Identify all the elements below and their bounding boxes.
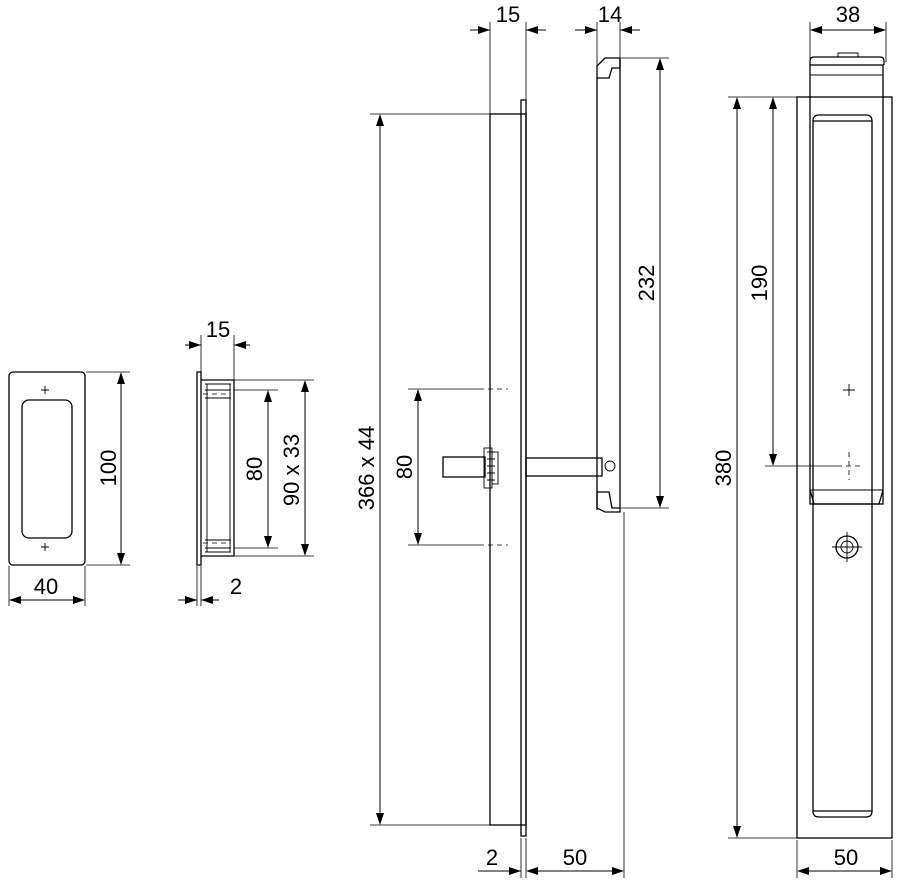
dim-text-50-spindle: 50 <box>563 845 587 870</box>
dim-text-380: 380 <box>711 450 736 487</box>
dim-text-80-rose: 80 <box>392 455 417 479</box>
dim-width-40: 40 <box>8 566 86 606</box>
dim-width-38: 38 <box>809 2 887 62</box>
keyhole-symbol <box>832 532 862 562</box>
dim-grip-190: 190 <box>747 97 837 467</box>
dim-depth-15-rose: 15 <box>470 2 546 117</box>
dim-depth-14-handle: 14 <box>575 2 640 72</box>
dim-width-50-front: 50 <box>796 840 893 878</box>
dim-plate-2-pull: 2 <box>178 566 242 606</box>
dim-spindle-50: 50 <box>526 512 625 878</box>
dim-text-cutout: 90 x 33 <box>279 434 304 506</box>
dim-text-40: 40 <box>34 574 58 599</box>
handle-side <box>596 57 621 513</box>
dim-rose-length: 366 x 44 <box>354 113 490 826</box>
dim-text-80-pull: 80 <box>242 457 267 481</box>
dim-text-2-rose: 2 <box>486 845 498 870</box>
dim-80-pull: 80 <box>234 389 278 549</box>
dim-text-38: 38 <box>836 2 860 27</box>
dim-height-380: 380 <box>711 96 797 839</box>
rose-plate <box>489 99 527 837</box>
dim-text-190: 190 <box>747 265 772 302</box>
dim-text-15-pull: 15 <box>206 317 230 342</box>
dim-text-rose-size: 366 x 44 <box>354 426 379 510</box>
dim-height-100: 100 <box>86 371 130 566</box>
dim-text-14: 14 <box>598 2 622 27</box>
flush-pull-front-view <box>8 371 86 566</box>
dim-80-rose: 80 <box>392 388 508 546</box>
dim-text-15-rose: 15 <box>496 2 520 27</box>
flush-pull-side-view <box>196 371 235 566</box>
dim-text-100: 100 <box>96 450 121 487</box>
dim-depth-15-pull: 15 <box>185 317 250 380</box>
dim-text-232: 232 <box>634 265 659 302</box>
dim-cutout: 90 x 33 <box>234 379 314 557</box>
dim-text-2-pull: 2 <box>230 574 242 599</box>
dim-text-50-front: 50 <box>834 845 858 870</box>
dim-plate-2-rose: 2 <box>478 838 527 878</box>
dim-handle-length-232: 232 <box>621 57 669 509</box>
spindle <box>442 447 603 489</box>
front-rose <box>796 96 893 839</box>
